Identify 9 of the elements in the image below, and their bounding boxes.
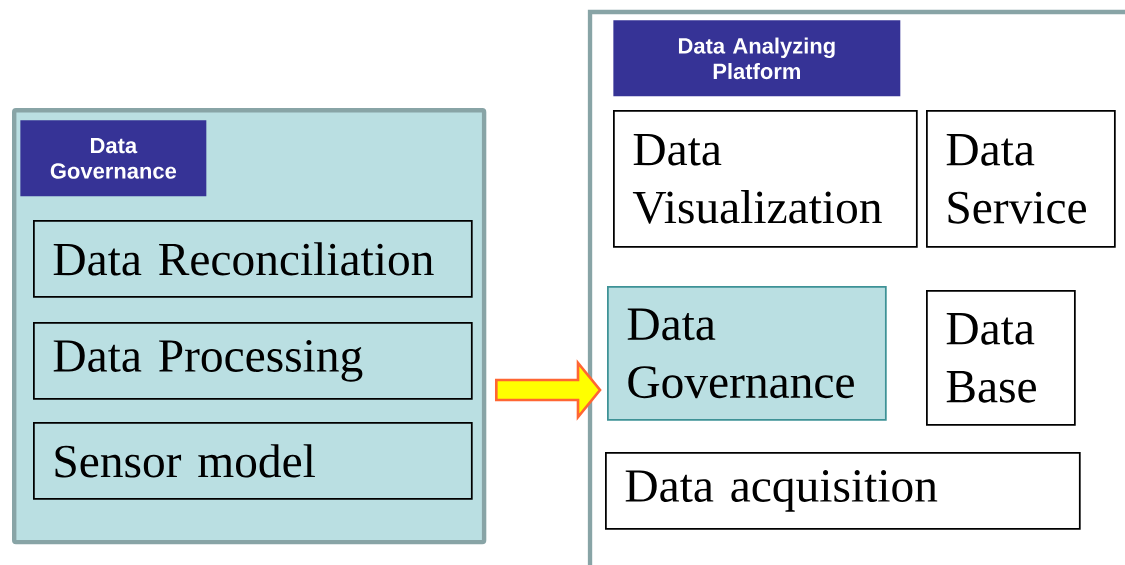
process-box: Data Processing — [33, 322, 473, 400]
process-box: Data acquisition — [605, 452, 1081, 530]
block-arrow — [495, 359, 602, 421]
process-box: Data Base — [926, 290, 1076, 426]
process-box: Data Visualization — [613, 110, 918, 248]
process-box: Data Reconciliation — [33, 220, 473, 298]
process-box: Sensor model — [33, 422, 473, 500]
process-box: Data Governance — [607, 286, 887, 421]
process-box: Data Service — [926, 110, 1116, 248]
